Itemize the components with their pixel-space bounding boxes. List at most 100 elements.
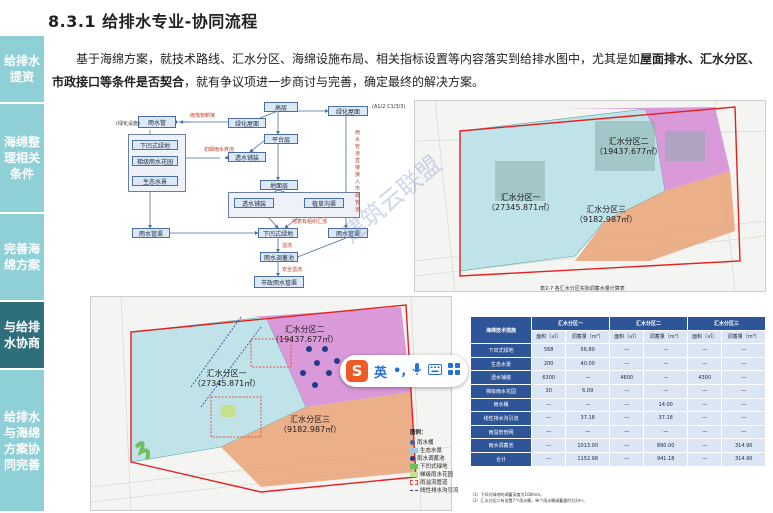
table-cell: 568 <box>530 343 567 358</box>
grid-menu-icon[interactable] <box>448 363 461 379</box>
legend-label: 雨溢流管道 <box>420 480 448 486</box>
legend-title: 图例： <box>410 430 427 436</box>
catchment-map-top-drawing <box>415 101 765 291</box>
table-cell: — <box>721 383 766 399</box>
table-cell: 6300 <box>530 370 567 385</box>
flow-node-rain-pipe2: 雨水管渠 <box>328 228 368 238</box>
table-cell: 37.18 <box>565 411 610 426</box>
flow-node-roof-green2: 绿化屋面 <box>328 106 368 116</box>
intro-paragraph: 基于海绵方案，就技术路线、汇水分区、海绵设施布局、相关指标设置等内容落实到给排水… <box>52 48 762 94</box>
flow-node-rain-garden: 梯级雨水花园 <box>132 156 178 166</box>
table-header-row: 海绵技术措施 汇水分区一 汇水分区二 汇水分区三 <box>470 315 767 345</box>
table-subheader: 面积（㎡） <box>686 329 723 345</box>
table-cell: — <box>608 438 645 453</box>
flow-node-grass-ditch: 植草沟渠 <box>304 198 344 208</box>
table-notes: （1）下凹式绿地的调蓄深度为100mm。 （2）汇水分区二有设置7个雨水桶，单个… <box>470 492 587 504</box>
table-cell: — <box>686 411 723 426</box>
table-note-1: （1）下凹式绿地的调蓄深度为100mm。 <box>470 492 544 497</box>
flow-note-first-flush: 初期雨水弃流 <box>204 147 235 153</box>
legend-swatch-eco-pool <box>410 447 418 453</box>
table-cell: — <box>721 411 766 426</box>
flow-node-roof-green: 绿化屋面 <box>228 118 266 128</box>
zone-area: （19437.677㎡） <box>271 335 339 344</box>
table-row: 雨水桶———14.00—— <box>470 397 766 413</box>
table-cell: — <box>686 424 723 440</box>
microphone-icon[interactable] <box>412 362 422 380</box>
table-cell: — <box>686 343 723 358</box>
table-row-header: 生态水景 <box>470 356 532 372</box>
flow-note-greening: (绿化设施) <box>116 121 140 127</box>
catchment-map-top: 汇水分区二（19437.677㎡） 汇水分区一（27345.871㎡） 汇水分区… <box>414 100 766 292</box>
ime-punctuation-toggle[interactable]: •, <box>393 363 407 379</box>
table-cell: 941.18 <box>643 451 688 467</box>
sidebar-item-collaborate[interactable]: 给排水与海绵方案协同完善 <box>0 370 44 513</box>
table-cell: — <box>686 438 723 453</box>
zone-area: （19437.677㎡） <box>595 147 663 156</box>
ime-logo-icon[interactable]: S <box>346 360 368 382</box>
sidebar-item-label: 完善海绵方案 <box>4 242 41 272</box>
zone-name: 汇水分区二 <box>284 325 325 334</box>
table-cell: — <box>721 356 766 372</box>
table-caption: 表2-7 各汇水分区实际调蓄水量计算表 <box>540 286 625 292</box>
table-row: 雨水调蓄池—1013.00—890.00—314.90 <box>470 438 766 453</box>
legend-label: 雨水调蓄池 <box>417 456 445 462</box>
intro-bold: 屋面排水、汇水分区、市政接口等条件是否契合 <box>52 52 761 89</box>
table-row-header: 合计 <box>470 451 532 467</box>
sidebar-item-label: 给排水与海绵方案协同完善 <box>4 409 41 472</box>
zone-area: （9182.987㎡） <box>575 215 638 224</box>
table-cell: 6.09 <box>565 383 610 399</box>
sidebar-item-label: 给排水提资 <box>4 54 41 84</box>
table-cell: — <box>530 451 567 467</box>
table-cell: — <box>643 370 688 385</box>
ime-toolbar[interactable]: S 英 •, <box>340 355 468 387</box>
ime-language-toggle[interactable]: 英 <box>374 365 388 381</box>
sidebar-item-negotiate[interactable]: 与给排水协商 <box>0 302 44 370</box>
storage-table: 海绵技术措施 汇水分区一 汇水分区二 汇水分区三 面积（㎡） 调蓄量（m³） 面… <box>470 315 767 467</box>
table-cell: 4300 <box>686 370 723 385</box>
table-header-first: 海绵技术措施 <box>470 315 532 345</box>
table-note-2: （2）汇水分区二有设置7个雨水桶，单个雨水桶调蓄量约为2m³。 <box>470 498 588 503</box>
legend-item: 下凹式绿地 <box>410 462 466 470</box>
table-cell: — <box>686 451 723 467</box>
table-cell: — <box>643 356 688 372</box>
legend-label: 下凹式绿地 <box>420 464 448 470</box>
legend-item: 梯级雨水花园 <box>410 470 466 478</box>
table-cell: — <box>721 424 766 440</box>
sidebar-item-water-supply-info[interactable]: 给排水提资 <box>0 36 44 104</box>
sidebar-item-sponge-conditions[interactable]: 海绵整理相关条件 <box>0 104 44 214</box>
table-cell: — <box>530 397 567 413</box>
zone-name: 汇水分区三 <box>290 415 331 424</box>
table-cell: 40.00 <box>565 356 610 372</box>
table-cell: 14.00 <box>643 397 688 413</box>
zone-name: 汇水分区二 <box>608 137 649 146</box>
table-row: 线性排水沟引流—37.18—37.18—— <box>470 411 766 426</box>
table-row-header: 雨水桶 <box>470 397 532 413</box>
map-bottom-zone-1: 汇水分区一（27345.871㎡） <box>193 369 260 389</box>
flow-node-high-zone: 高层 <box>264 102 298 112</box>
legend-item: 雨水调蓄池 <box>410 454 466 462</box>
flow-note-overflow: 溢流 <box>282 243 293 249</box>
table-cell: 1152.98 <box>565 451 610 467</box>
keyboard-icon[interactable] <box>428 363 443 379</box>
flow-note-surface-flow: 地表有组织汇流 <box>292 219 328 225</box>
flow-node-sunken-green: 下凹式绿地 <box>132 140 178 150</box>
map-bottom-zone-2: 汇水分区二（19437.677㎡） <box>271 325 338 345</box>
legend-swatch-sunken-green <box>410 463 418 469</box>
flow-note-safe-overflow: 安全溢流 <box>282 267 303 273</box>
legend-label: 线性排水沟引流 <box>420 488 459 494</box>
flow-note-code: (A1/2 C1/3/3) <box>372 104 406 110</box>
map-bottom-zone-3: 汇水分区三（9182.987㎡） <box>279 415 341 435</box>
table-cell: — <box>686 397 723 413</box>
map-top-zone-2: 汇水分区二（19437.677㎡） <box>595 137 662 157</box>
table-row-header: 雨水调蓄池 <box>470 438 532 453</box>
legend-label: 生态水景 <box>420 448 443 454</box>
flow-node-sunken2: 下凹式绿地 <box>258 228 298 238</box>
title-bar-blank <box>0 0 40 36</box>
table-cell: — <box>608 383 645 399</box>
table-cell: — <box>686 383 723 399</box>
table-cell: — <box>643 343 688 358</box>
sidebar-item-improve-sponge[interactable]: 完善海绵方案 <box>0 214 44 302</box>
table-cell: — <box>643 383 688 399</box>
table-cell: — <box>608 356 645 372</box>
table-cell: 890.00 <box>643 438 688 453</box>
